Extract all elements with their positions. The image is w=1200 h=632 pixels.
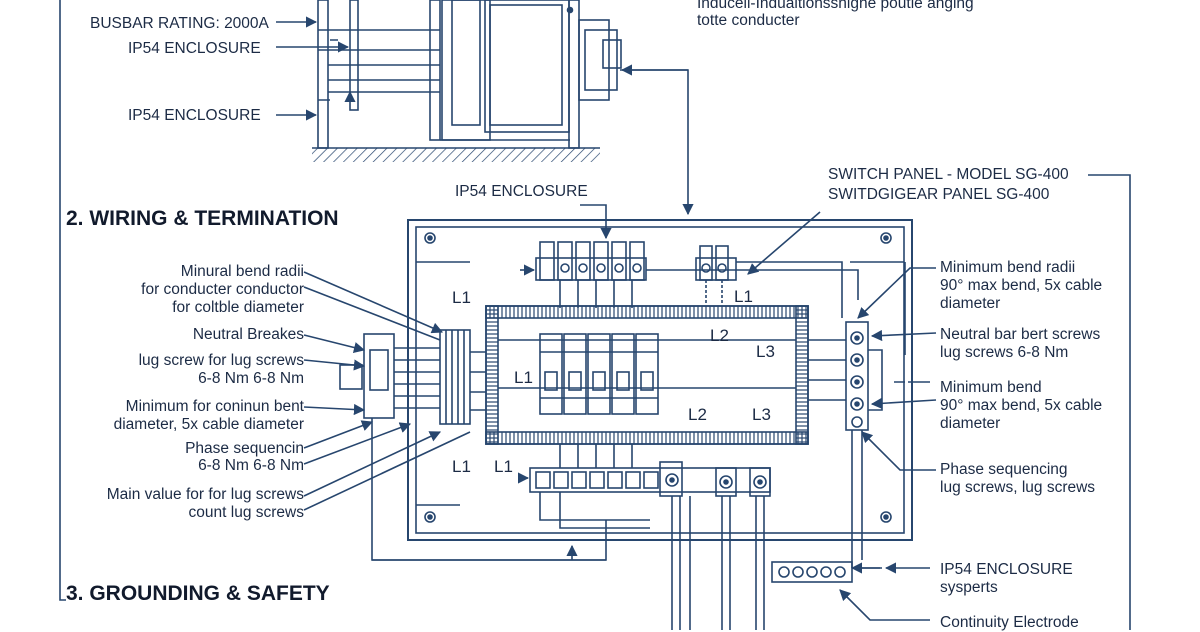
- label-left-min-2: diameter, 5x cable diameter: [113, 416, 304, 433]
- phase-label-l3-lower: L3: [752, 405, 771, 424]
- label-left-main-2: count lug screws: [188, 504, 304, 521]
- phase-label-l1-middle: L1: [514, 368, 533, 387]
- label-left-bend-2: for conducter conductor: [141, 281, 304, 298]
- label-left-main-1: Main value for for lug screws: [106, 486, 304, 503]
- label-left-lug-2: 6-8 Nm 6-8 Nm: [198, 370, 304, 387]
- busbar-frame: [485, 305, 809, 445]
- label-right-continuity: Continuity Electrode: [940, 614, 1079, 631]
- main-enclosure: [407, 219, 913, 541]
- label-right-enclosure: IP54 ENCLOSURE: [940, 561, 1073, 578]
- label-busbar-rating: BUSBAR RATING: 2000A: [90, 15, 269, 32]
- top-terminal-block: [520, 204, 859, 318]
- label-right-sysperts: sysperts: [940, 579, 998, 596]
- right-neutral-bar: [808, 321, 883, 568]
- label-enclosure-top-1: IP54 ENCLOSURE: [128, 40, 261, 57]
- label-enclosure-center: IP54 ENCLOSURE: [455, 183, 588, 200]
- label-left-phase-2: 6-8 Nm 6-8 Nm: [198, 457, 304, 474]
- section-heading-wiring: 2. WIRING & TERMINATION: [66, 207, 339, 230]
- label-left-lug-1: lug screw for lug screws: [138, 352, 304, 369]
- phase-label-l3-upper: L3: [756, 342, 775, 361]
- label-right-neutral-1: Neutral bar bert screws: [940, 326, 1101, 343]
- ground-bar: [771, 561, 930, 621]
- phase-label-l1-bottom: L1: [494, 457, 513, 476]
- label-left-phase-1: Phase sequencin: [185, 440, 304, 457]
- label-right-bend-1: Minimum bend radii: [940, 259, 1076, 276]
- label-right-min-3: diameter: [940, 415, 1001, 432]
- section-heading-grounding: 3. GROUNDING & SAFETY: [66, 582, 330, 605]
- phase-label-l1-top-left: L1: [452, 288, 471, 307]
- label-right-phase-2: lug screws, lug screws: [940, 479, 1096, 496]
- phase-label-l1-bottom-left: L1: [452, 457, 471, 476]
- label-right-neutral-2: lug screws 6-8 Nm: [940, 344, 1069, 361]
- label-right-min-1: Minimum bend: [940, 379, 1042, 396]
- phase-label-l2-lower: L2: [688, 405, 707, 424]
- label-right-bend-2: 90° max bend, 5x cable: [940, 277, 1103, 294]
- label-switchgear-panel: SWITDGIGEAR PANEL SG-400: [828, 186, 1050, 203]
- label-left-neutral: Neutral Breakes: [192, 326, 304, 343]
- left-incoming-terminal: [339, 329, 607, 561]
- breaker-row: [539, 333, 659, 415]
- label-right-bend-3: diameter: [940, 295, 1001, 312]
- phase-label-l1-top-right: L1: [734, 287, 753, 306]
- upper-assembly: [312, 0, 622, 162]
- label-right-min-2: 90° max bend, 5x cable: [940, 397, 1103, 414]
- label-left-min-1: Minimum for coninun bent: [125, 398, 304, 415]
- label-top-right-1: Inducell-Induaitionsshighe poutle anging: [697, 0, 974, 12]
- bottom-terminal-strip: [517, 444, 771, 630]
- label-switch-panel-model: SWITCH PANEL - MODEL SG-400: [828, 166, 1069, 183]
- left-guide-line: [59, 0, 66, 601]
- label-left-bend-3: for coltble diameter: [172, 299, 304, 316]
- phase-label-l2-upper: L2: [710, 326, 729, 345]
- label-top-right-2: totte conducter: [697, 12, 800, 29]
- label-left-bend-1: Minural bend radii: [180, 263, 304, 280]
- label-right-phase-1: Phase sequencing: [940, 461, 1068, 478]
- label-enclosure-top-2: IP54 ENCLOSURE: [128, 107, 261, 124]
